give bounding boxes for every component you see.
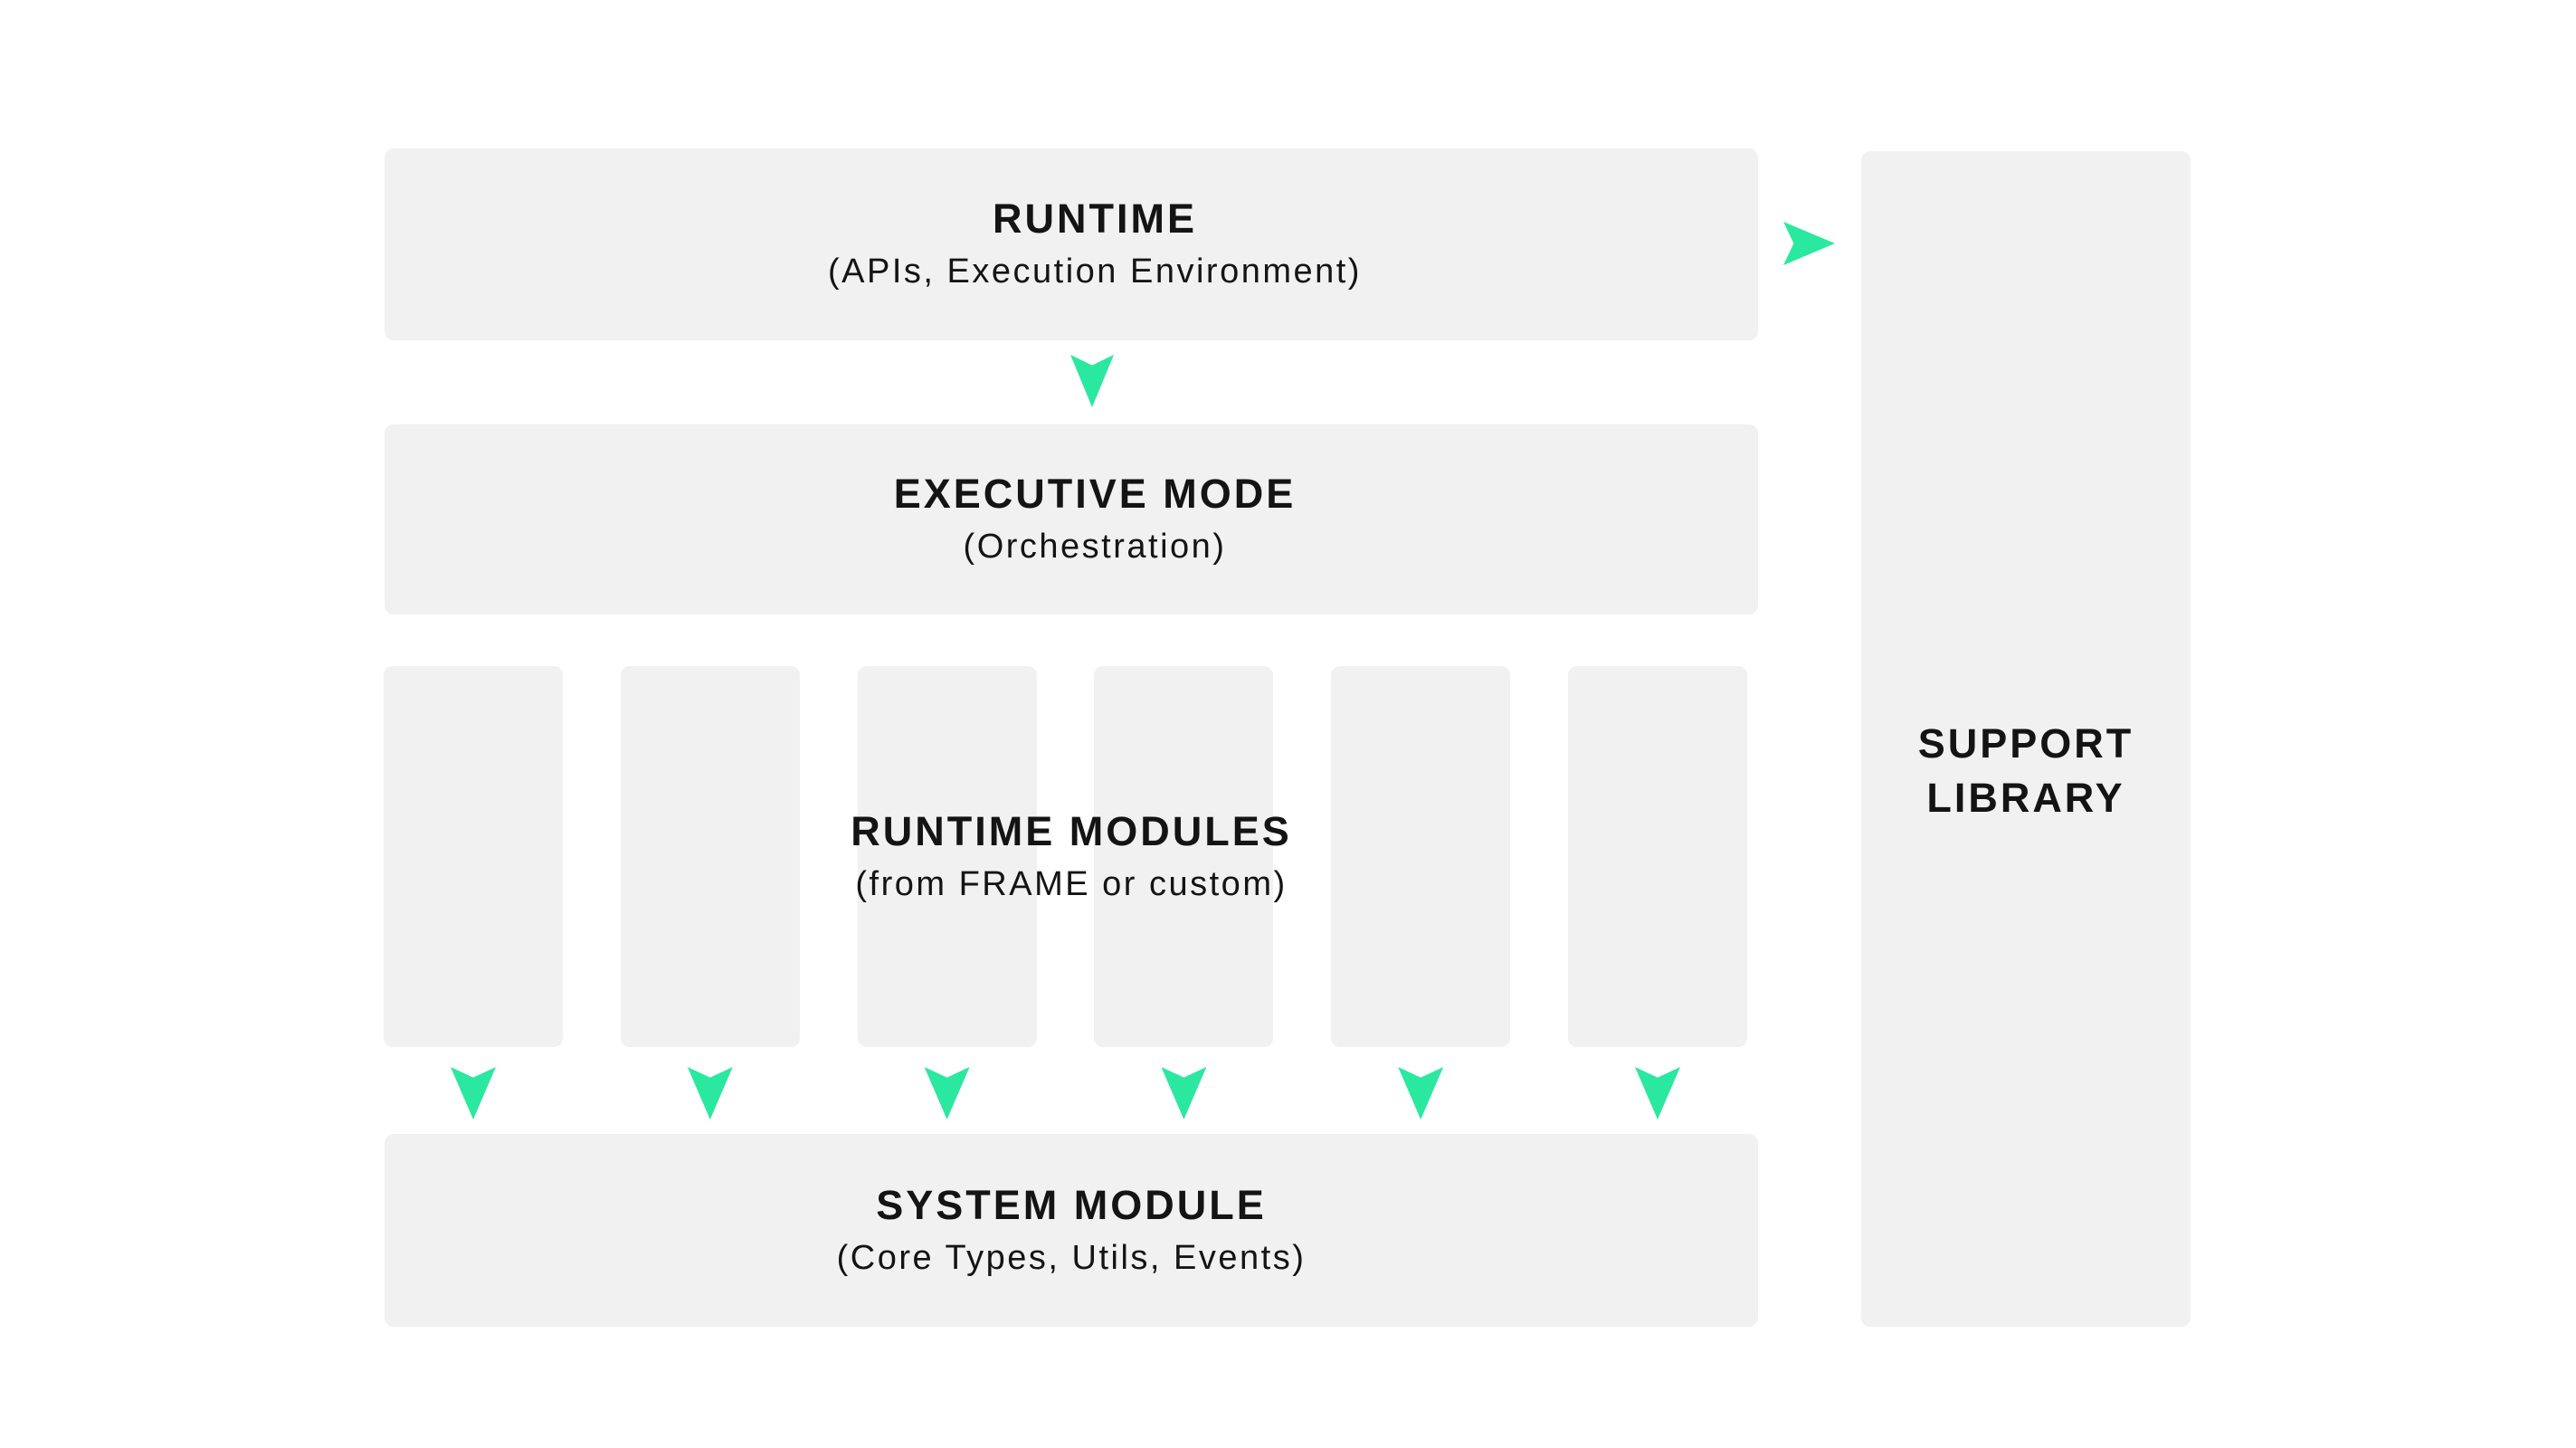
runtime-module-column (384, 666, 563, 1047)
runtime-module-column (1094, 666, 1274, 1047)
support-library-title-line2: LIBRARY (1926, 774, 2125, 821)
module-arrow-cell (1331, 1067, 1510, 1119)
module-arrow-cell (384, 1067, 563, 1119)
module-arrow-cell (1094, 1067, 1273, 1119)
system-module-title: SYSTEM MODULE (876, 1181, 1267, 1228)
runtime-module-columns (384, 666, 1747, 1047)
module-arrow-cell (1568, 1067, 1747, 1119)
runtime-to-executive-down-arrow-icon (1070, 355, 1114, 407)
module-arrow-cell (858, 1067, 1037, 1119)
executive-mode-title: EXECUTIVE MODE (893, 471, 1297, 518)
runtime-module-column (857, 666, 1037, 1047)
runtime-module-column (620, 666, 800, 1047)
support-library-title-line1: SUPPORT (1917, 720, 2134, 767)
runtime-to-support-right-arrow-icon (1783, 222, 1835, 265)
runtime-subtitle: (APIs, Execution Environment) (828, 252, 1362, 291)
module-to-system-down-arrow-icon (1634, 1067, 1680, 1119)
module-to-system-down-arrow-icon (1398, 1067, 1444, 1119)
executive-mode-box: EXECUTIVE MODE (Orchestration) (385, 424, 1758, 614)
runtime-box: RUNTIME (APIs, Execution Environment) (385, 148, 1758, 340)
module-arrow-cell (621, 1067, 800, 1119)
module-to-system-down-arrow-icon (1161, 1067, 1207, 1119)
runtime-title: RUNTIME (993, 195, 1197, 243)
runtime-module-column (1331, 666, 1511, 1047)
module-to-system-down-arrow-icon (451, 1067, 496, 1119)
system-module-box: SYSTEM MODULE (Core Types, Utils, Events… (385, 1134, 1758, 1327)
support-library-title: SUPPORT LIBRARY (1918, 717, 2134, 824)
module-to-system-down-arrow-icon (924, 1067, 970, 1119)
executive-mode-subtitle: (Orchestration) (963, 528, 1227, 567)
support-library-box: SUPPORT LIBRARY (1861, 151, 2191, 1327)
module-to-system-down-arrow-icon (687, 1067, 733, 1119)
system-module-subtitle: (Core Types, Utils, Events) (836, 1238, 1307, 1277)
module-flow-arrows (384, 1067, 1747, 1119)
runtime-module-column (1567, 666, 1747, 1047)
